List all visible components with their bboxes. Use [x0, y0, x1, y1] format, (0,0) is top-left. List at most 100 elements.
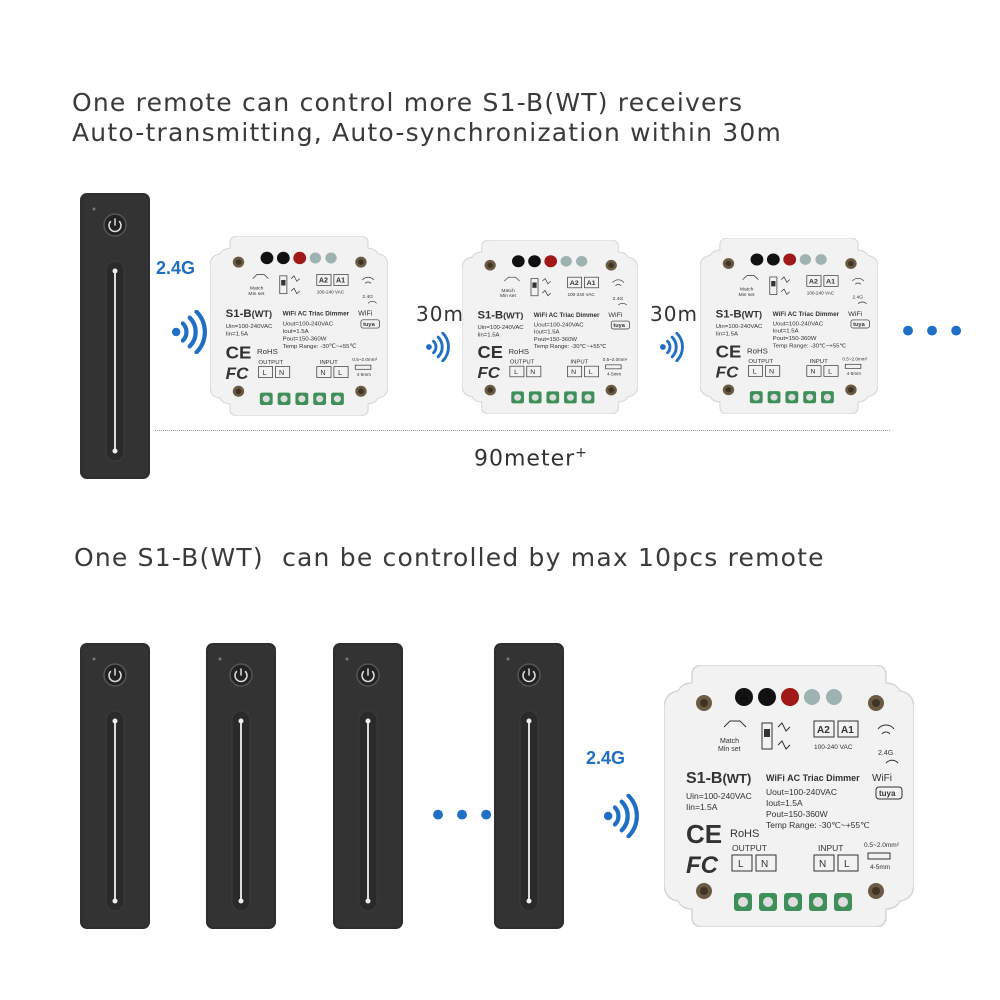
- receiver-label-uout: Uout=100-240VAC: [766, 787, 837, 797]
- receiver-label-rohs: RoHS: [747, 347, 768, 356]
- distance-label: 30m: [650, 302, 698, 326]
- receiver-label-uin: Uin=100-240VAC: [477, 325, 523, 331]
- receiver-label-match: Match: [501, 288, 515, 294]
- receiver-label-input: INPUT: [818, 843, 844, 853]
- receiver-label-temp: Temp Range: -30℃~+55℃: [773, 344, 847, 350]
- receiver-label-vac: 100-240 VAC: [568, 292, 596, 297]
- total-distance-value: 90meter: [474, 446, 576, 472]
- receiver-label-iout: Iout=1.5A: [283, 329, 309, 335]
- receiver-label-input: INPUT: [810, 359, 829, 365]
- receiver-label-iin: Iin=1.5A: [716, 332, 738, 338]
- receiver-label-match: Match: [740, 287, 754, 293]
- wireless-signal-icon: [166, 310, 210, 354]
- receiver-label-temp: Temp Range: -30℃~+55℃: [766, 820, 870, 830]
- receiver-label-wire: 0.5~2.0mm²: [864, 842, 900, 849]
- receiver-label-strip: 4-5mm: [870, 864, 890, 871]
- receiver-label-product: WiFi AC Triac Dimmer: [534, 312, 600, 319]
- receiver-label-tuya: tuya: [613, 323, 626, 329]
- receiver-label-model: S1-B: [716, 309, 742, 321]
- receiver-label-uout: Uout=100-240VAC: [773, 321, 824, 327]
- receiver-label-a2: A2: [319, 278, 328, 285]
- distance-line: [155, 430, 890, 431]
- receiver-label-terminal-l: L: [338, 370, 342, 377]
- heading-line-1: One remote can control more S1-B(WT) rec…: [72, 88, 744, 117]
- receiver-label-output: OUTPUT: [732, 843, 767, 853]
- receiver-label-terminal-n: N: [530, 369, 535, 376]
- distance-label: 30m: [416, 302, 464, 326]
- receiver-label-pout: Pout=150-360W: [534, 337, 578, 343]
- receiver-label-pout: Pout=150-360W: [773, 336, 817, 342]
- receiver-label-model-suffix: (WT): [742, 310, 763, 320]
- remote-control: [206, 643, 276, 929]
- remote-control: [494, 643, 564, 929]
- receiver-label-terminal-n: N: [819, 859, 826, 870]
- receiver-label-terminal-l: L: [263, 370, 267, 377]
- receiver-label-a2: A2: [817, 725, 830, 736]
- receiver-label-min-set: Min set: [738, 292, 755, 298]
- receiver-label-temp: Temp Range: -30℃~+55℃: [534, 344, 607, 350]
- receiver-label-terminal-n: N: [761, 859, 768, 870]
- receiver-label-fc: FC: [226, 364, 250, 383]
- receiver-label-output: OUTPUT: [510, 360, 535, 366]
- receiver-label-terminal-l: L: [514, 369, 518, 376]
- receiver-label-ghz: 2.4G: [852, 295, 863, 301]
- receiver-label-strip: 4-5mm: [847, 371, 862, 376]
- frequency-label: 2.4G: [156, 258, 196, 278]
- receiver-label-ce: CE: [686, 819, 722, 849]
- receiver-label-vac: 100-240 VAC: [807, 291, 835, 296]
- receiver-label-uin: Uin=100-240VAC: [716, 324, 764, 330]
- receiver-label-iin: Iin=1.5A: [477, 332, 499, 338]
- receiver-label-ghz: 2.4G: [878, 750, 893, 757]
- remote-control: [80, 193, 150, 479]
- receiver-module: Match Min set A2 A1 100-240 VAC 2.4G S1-…: [462, 240, 638, 414]
- total-distance-label: 90meter+: [474, 445, 588, 471]
- wireless-signal-icon: [598, 794, 642, 838]
- receiver-label-pout: Pout=150-360W: [283, 336, 327, 342]
- heading-line-3: One S1-B(WT) can be controlled by max 10…: [74, 543, 825, 572]
- receiver-label-a1: A1: [336, 278, 345, 285]
- receiver-label-iin: Iin=1.5A: [686, 802, 718, 812]
- receiver-label-iout: Iout=1.5A: [534, 330, 560, 336]
- more-remotes-dots: •••: [428, 796, 501, 836]
- heading-line-2: Auto-transmitting, Auto-synchronization …: [72, 118, 783, 147]
- wireless-signal-icon: [658, 332, 684, 362]
- receiver-label-strip: 4-5mm: [357, 372, 372, 377]
- receiver-label-a1: A1: [826, 279, 835, 286]
- remote-control: [80, 643, 150, 929]
- receiver-label-a1: A1: [841, 725, 854, 736]
- receiver-label-terminal-n: N: [769, 369, 774, 376]
- receiver-label-a2: A2: [809, 279, 818, 286]
- receiver-label-wifi: WiFi: [848, 311, 863, 318]
- receiver-label-rohs: RoHS: [508, 347, 529, 356]
- receiver-label-tuya: tuya: [879, 789, 896, 798]
- receiver-label-uout: Uout=100-240VAC: [534, 322, 584, 328]
- receiver-label-terminal-n: N: [320, 370, 325, 377]
- receiver-label-match: Match: [720, 738, 739, 745]
- receiver-label-match: Match: [250, 286, 264, 292]
- receiver-label-ce: CE: [226, 343, 252, 363]
- receiver-label-min-set: Min set: [718, 746, 741, 753]
- receiver-label-wire: 0.5~2.0mm²: [842, 356, 867, 361]
- svg-text:S1-B(WT): S1-B(WT): [477, 310, 523, 322]
- receiver-label-vac: 100-240 VAC: [317, 290, 345, 295]
- receiver-label-iin: Iin=1.5A: [226, 332, 248, 338]
- receiver-label-strip: 4-5mm: [607, 372, 622, 377]
- receiver-label-ce: CE: [477, 343, 503, 362]
- remote-control: [333, 643, 403, 929]
- receiver-label-model: S1-B: [686, 770, 722, 787]
- receiver-label-iout: Iout=1.5A: [773, 329, 799, 335]
- receiver-label-fc: FC: [477, 365, 501, 382]
- receiver-label-wifi: WiFi: [358, 311, 373, 318]
- receiver-label-terminal-n: N: [279, 370, 284, 377]
- receiver-label-input: INPUT: [570, 360, 588, 366]
- receiver-label-ce: CE: [716, 342, 742, 361]
- receiver-label-wifi: WiFi: [608, 312, 623, 319]
- receiver-label-min-set: Min set: [248, 291, 265, 297]
- receiver-module: Match Min set A2 A1 100-240 VAC 2.4G S1-…: [700, 238, 878, 414]
- receiver-module: Match Min set A2 A1 100-240 VAC 2.4G S1-…: [664, 665, 914, 927]
- receiver-label-product: WiFi AC Triac Dimmer: [283, 311, 350, 318]
- receiver-label-fc: FC: [686, 852, 719, 879]
- receiver-label-model-suffix: (WT): [252, 309, 273, 319]
- receiver-label-temp: Temp Range: -30℃~+55℃: [283, 344, 357, 350]
- wireless-signal-icon: [424, 332, 450, 362]
